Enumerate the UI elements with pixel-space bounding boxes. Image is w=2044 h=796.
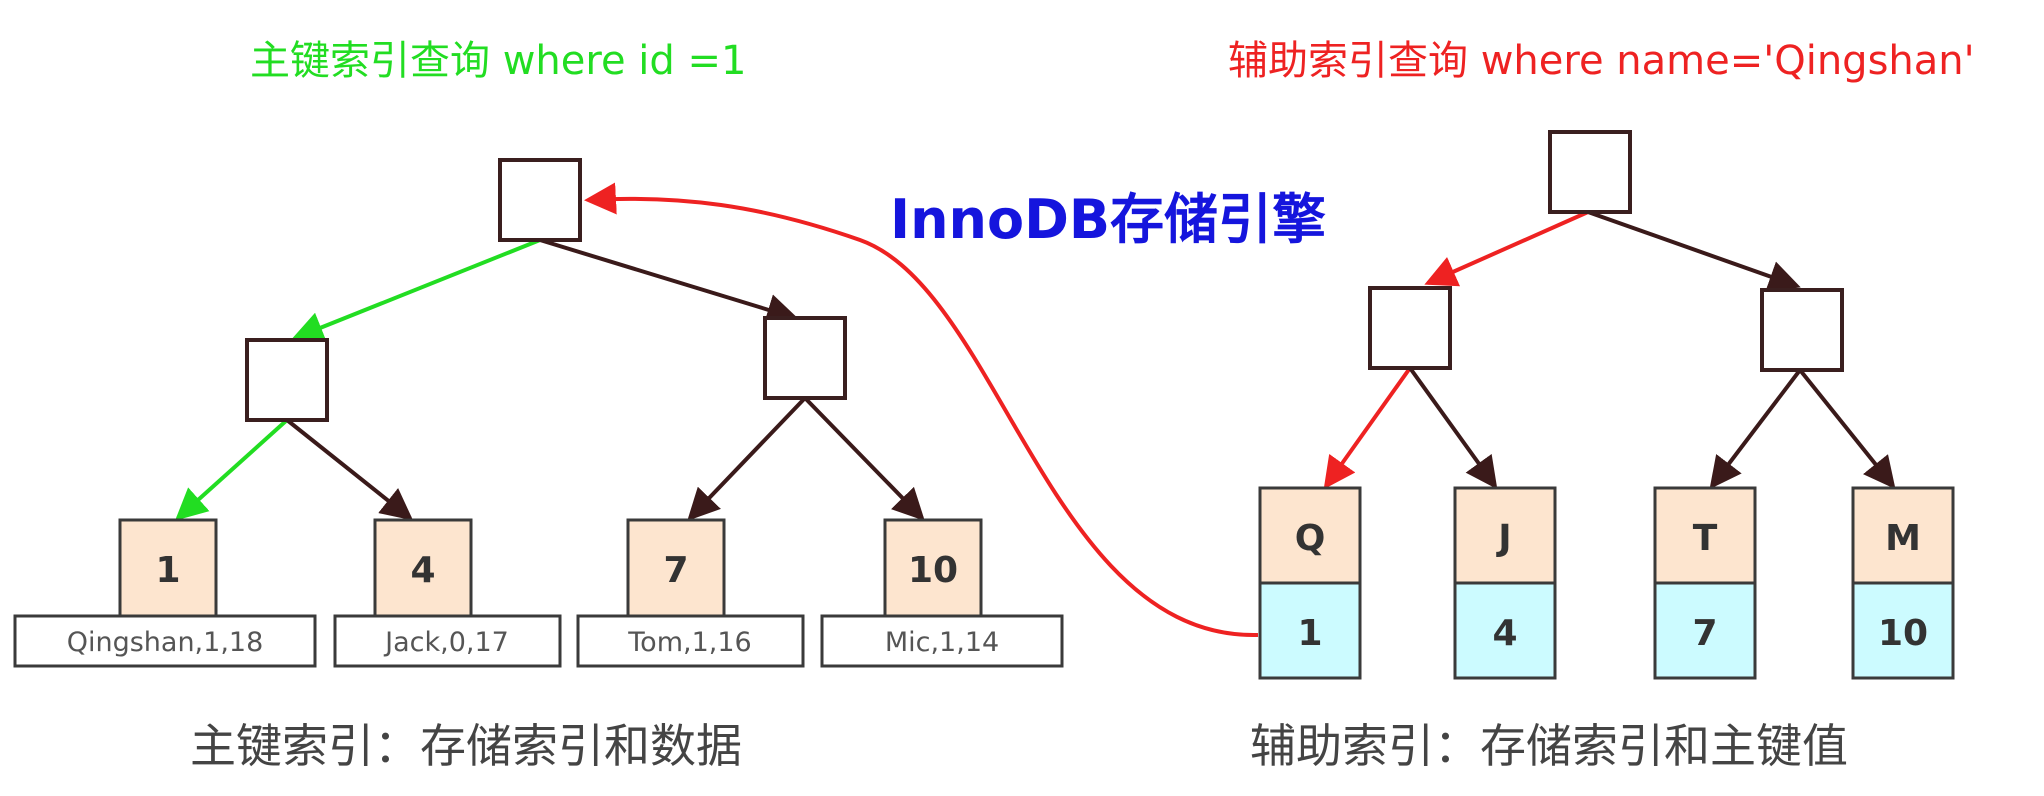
- secondary-edge-root-right: [1587, 210, 1801, 292]
- primary-leaf-key: 10: [908, 550, 958, 591]
- primary-root-node: [498, 158, 582, 242]
- secondary-leaf-Q: Q 1: [1258, 486, 1362, 680]
- secondary-leaf-pk: 4: [1492, 613, 1517, 654]
- primary-caption: 主键索引：存储索引和数据: [190, 719, 742, 773]
- primary-leaf-1: 1 Qingshan,1,18: [13, 518, 317, 668]
- secondary-edge-right-leafT: [1709, 368, 1802, 490]
- primary-leaf-3: 7 Tom,1,16: [576, 518, 805, 668]
- primary-edge-root-right: [539, 238, 799, 326]
- secondary-leaf-key: J: [1495, 518, 1511, 559]
- primary-leaf-row: Jack,0,17: [383, 627, 509, 658]
- primary-leaf-key: 4: [410, 550, 435, 591]
- engine-label: InnoDB存储引擎: [890, 188, 1327, 251]
- secondary-leaf-key: T: [1693, 518, 1718, 559]
- secondary-caption: 辅助索引：存储索引和主键值: [1250, 719, 1848, 773]
- lookup-curve-arrow: [584, 182, 1259, 638]
- primary-leaf-key: 1: [155, 550, 180, 591]
- secondary-leaf-T: T 7: [1653, 486, 1757, 680]
- secondary-root-node: [1548, 130, 1632, 214]
- secondary-leaf-M: M 10: [1851, 486, 1955, 680]
- primary-branch-node-right: [763, 316, 847, 400]
- secondary-leaf-pk: 7: [1692, 613, 1717, 654]
- primary-leaf-2: 4 Jack,0,17: [333, 518, 562, 668]
- primary-edge-root-left: [291, 238, 541, 343]
- primary-leaf-row: Tom,1,16: [627, 627, 751, 658]
- secondary-edge-left-leafQ: [1323, 366, 1412, 490]
- secondary-edge-right-leafM: [1798, 368, 1896, 490]
- secondary-query-title: 辅助索引查询 where name='Qingshan': [1228, 38, 1975, 84]
- primary-edge-left-leaf2: [285, 418, 414, 521]
- secondary-leaf-pk: 10: [1878, 613, 1928, 654]
- secondary-leaf-J: J 4: [1453, 486, 1557, 680]
- primary-query-title: 主键索引查询 where id =1: [250, 38, 747, 84]
- secondary-leaf-pk: 1: [1297, 613, 1322, 654]
- primary-edge-right-leaf4: [803, 396, 925, 521]
- primary-leaf-row: Mic,1,14: [885, 627, 999, 658]
- primary-branch-node-left: [245, 338, 329, 422]
- secondary-leaf-key: M: [1885, 518, 1921, 559]
- secondary-edge-root-left: [1424, 210, 1589, 287]
- primary-edge-left-leaf1: [175, 418, 289, 521]
- secondary-leaf-key: Q: [1295, 518, 1326, 559]
- primary-leaf-row: Qingshan,1,18: [67, 627, 264, 658]
- primary-edge-right-leaf3: [687, 396, 807, 521]
- primary-leaf-key: 7: [663, 550, 688, 591]
- secondary-branch-node-right: [1760, 288, 1844, 372]
- secondary-branch-node-left: [1368, 286, 1452, 370]
- primary-leaf-4: 10 Mic,1,14: [820, 518, 1064, 668]
- secondary-edge-left-leafJ: [1408, 366, 1498, 490]
